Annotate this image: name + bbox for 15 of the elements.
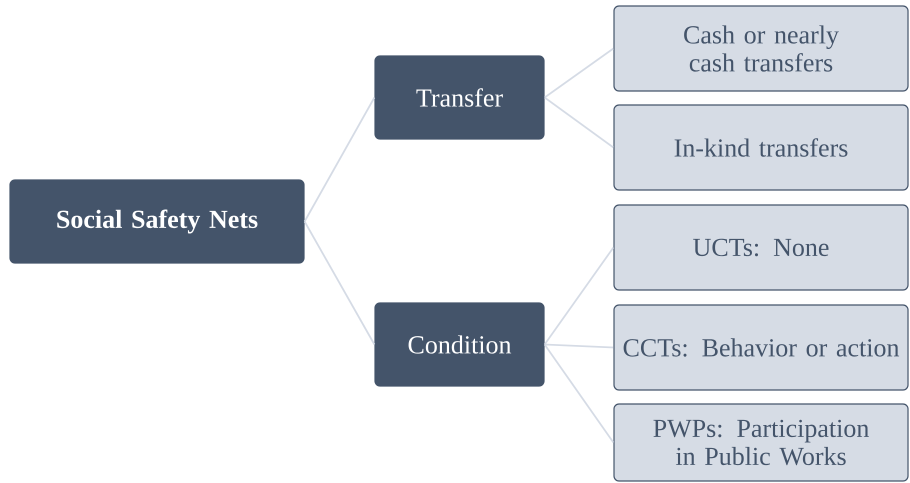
connector — [304, 97, 376, 222]
item-box: CCTs: Behavior or action — [613, 304, 909, 391]
connector — [304, 221, 376, 345]
connector — [544, 96, 614, 148]
category-box: Condition — [374, 302, 545, 387]
category-box: Transfer — [374, 55, 545, 140]
item-box: UCTs: None — [613, 204, 909, 291]
item-box: In-kind transfers — [613, 104, 909, 191]
item-box: Cash or nearly cash transfers — [613, 5, 909, 92]
connector — [544, 344, 614, 348]
item-box: PWPs: Participation in Public Works — [613, 403, 909, 482]
connector — [544, 246, 614, 346]
connector — [544, 48, 614, 98]
root-box: Social Safety Nets — [9, 179, 305, 264]
connector — [544, 344, 614, 444]
